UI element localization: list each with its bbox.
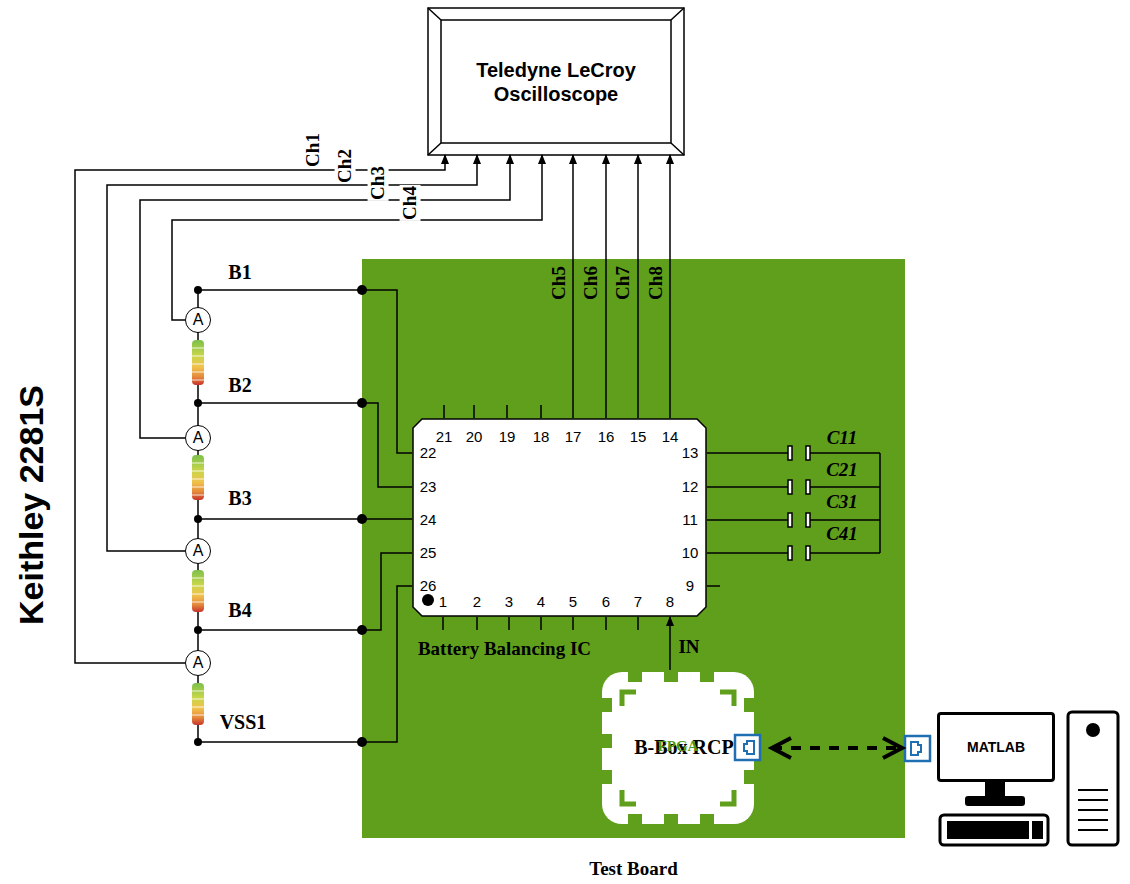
node-name: B4	[228, 599, 251, 621]
node-text: A	[193, 655, 204, 671]
pin-number: 18	[533, 429, 550, 446]
pin-number: 7	[634, 594, 642, 611]
fpga-chip: B-Box RCPFPGA	[598, 668, 770, 828]
node-name: B1	[228, 261, 251, 283]
node-name: B2	[228, 374, 251, 396]
signal-label: Ch6	[581, 266, 602, 300]
pin-number: 12	[682, 479, 699, 496]
pin-number: 1	[439, 594, 447, 611]
ammeter-symbol: A	[185, 538, 211, 564]
signal-label: Ch7	[613, 266, 634, 300]
signal-label: Ch8	[646, 266, 667, 300]
connector	[637, 155, 639, 418]
signal-label: Ch3	[368, 165, 389, 201]
component-label: C31	[826, 492, 858, 513]
pin-number: 15	[630, 429, 647, 446]
capacitor-network	[707, 446, 880, 560]
pin-number: 23	[420, 479, 437, 496]
connector	[572, 155, 574, 418]
signal-label: IN	[678, 637, 699, 658]
ic-outline	[412, 418, 707, 617]
pin-number: 25	[420, 545, 437, 562]
pin-number: 16	[598, 429, 615, 446]
test-board	[362, 259, 905, 838]
battery-wires	[198, 290, 412, 742]
pin-number: 3	[505, 594, 513, 611]
signal-label: Ch5	[549, 266, 570, 300]
signal-label: Ch1	[303, 132, 324, 168]
pin-number: 4	[537, 594, 545, 611]
ic-chip: Battery Balancing IC	[412, 418, 707, 617]
pin-number: 8	[666, 594, 674, 611]
node-text: A	[193, 543, 204, 559]
scope-frame	[428, 8, 684, 155]
node-text: MATLAB	[967, 739, 1025, 755]
node-name: B3	[228, 487, 251, 509]
instrument-name: Keithley 2281S	[13, 385, 50, 625]
component-label: C11	[827, 428, 858, 449]
pin-number: 13	[682, 445, 699, 462]
pin-number: 22	[420, 445, 437, 462]
pin-number: 9	[686, 578, 694, 595]
junction-dots	[194, 285, 367, 747]
pin-number: 6	[602, 594, 610, 611]
connector	[172, 155, 542, 320]
pin-number: 21	[436, 429, 453, 446]
node-text: Battery Balancing IC	[412, 637, 597, 661]
connector	[140, 155, 510, 438]
node-text: A	[193, 312, 204, 328]
ammeter-symbol: A	[185, 650, 211, 676]
connector	[605, 155, 607, 418]
pin-number: 14	[662, 429, 679, 446]
battery-cells	[192, 340, 204, 725]
signal-label: Ch2	[335, 148, 356, 184]
ammeter-symbol: A	[185, 425, 211, 451]
pin-number: 2	[473, 594, 481, 611]
connector	[669, 155, 671, 418]
computer-monitor: MATLAB	[937, 712, 1055, 782]
pin-number: 5	[569, 594, 577, 611]
node-text: FPGA	[598, 738, 758, 755]
signal-label: Ch4	[400, 185, 421, 221]
component-label: C21	[826, 460, 858, 481]
node-text: A	[193, 430, 204, 446]
connector	[107, 155, 477, 551]
pin-number: 10	[682, 545, 699, 562]
node-text: Test Board	[362, 858, 905, 880]
oscilloscope-box: Teledyne LeCroy Oscilloscope	[428, 8, 684, 155]
component-label: C41	[826, 524, 858, 545]
connector	[772, 746, 902, 750]
connector	[75, 155, 445, 663]
node-name: VSS1	[220, 711, 267, 733]
test-board: Test BoardBattery Balancing ICB-Box RCPF…	[362, 259, 905, 838]
ethernet-icon	[905, 736, 930, 761]
connector	[669, 617, 671, 670]
node-text: Teledyne LeCroy Oscilloscope	[454, 58, 659, 106]
pin-number: 24	[420, 512, 437, 529]
ammeter-symbol: A	[185, 307, 211, 333]
pin-number: 20	[466, 429, 483, 446]
pin-number: 11	[682, 512, 698, 529]
pin-number: 17	[565, 429, 582, 446]
pin-number: 26	[420, 578, 437, 595]
pin-number: 19	[499, 429, 516, 446]
